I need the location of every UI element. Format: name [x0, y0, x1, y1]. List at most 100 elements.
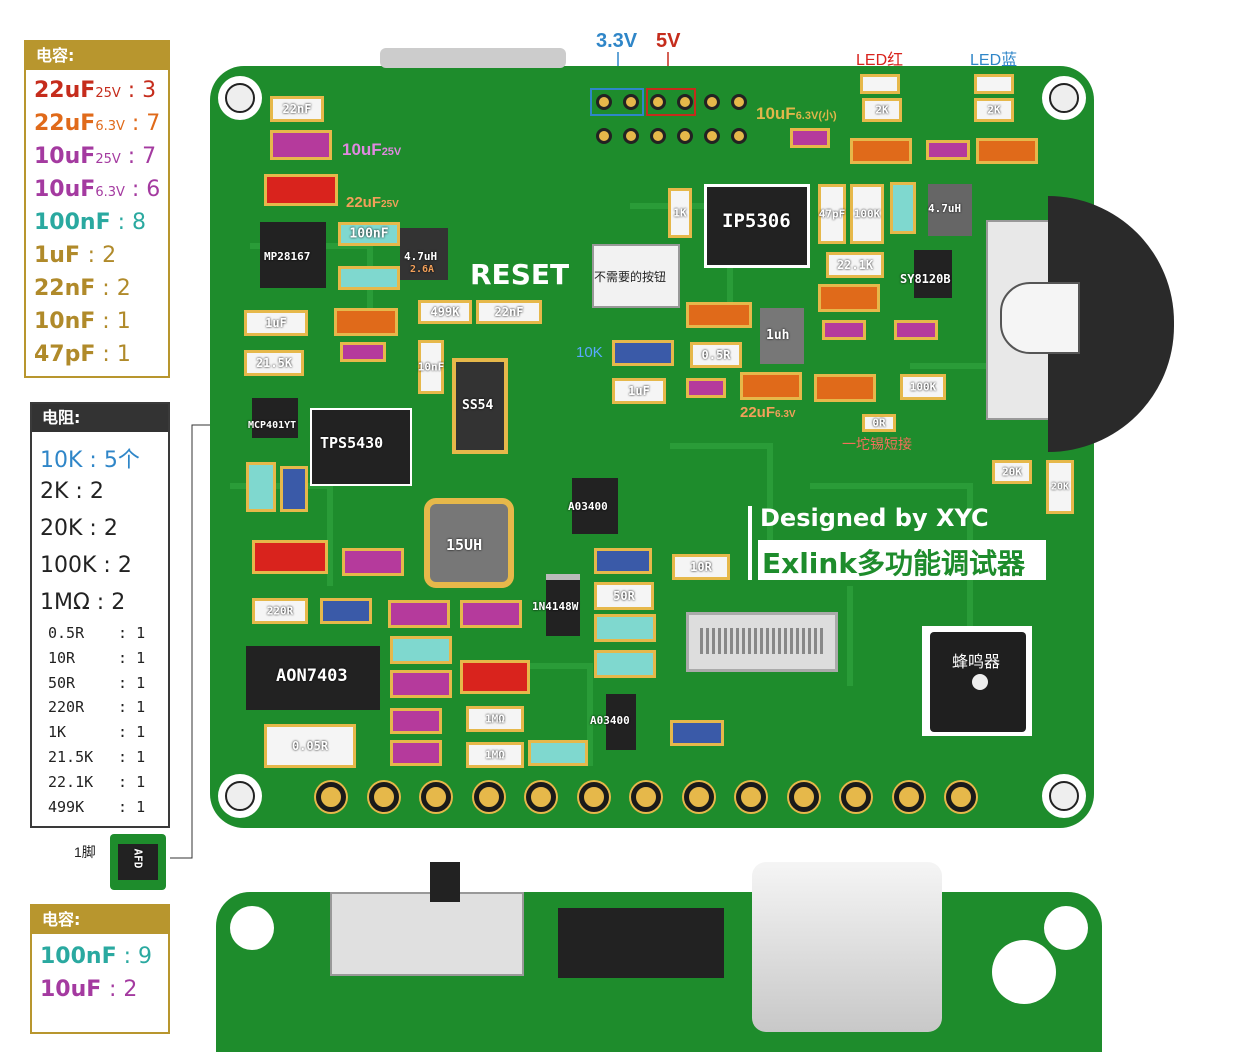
capacitor-value: 22nF — [34, 276, 96, 301]
small-chip-detail: AFD — [110, 834, 166, 890]
passive-part — [594, 650, 656, 678]
label-10uf-25v: 10uF25V — [342, 140, 401, 160]
capacitor-2-row: 100nF : 9 — [40, 944, 153, 969]
label-solder-note: 一坨锡短接 — [842, 436, 912, 452]
header-pin — [704, 128, 720, 144]
passive-part — [822, 320, 866, 340]
passive-part — [280, 466, 308, 512]
aon7403-label: AON7403 — [276, 666, 348, 686]
capacitor-count: 1 — [116, 342, 131, 367]
passive-part — [390, 636, 452, 664]
a03400-top — [572, 478, 618, 534]
edge-pad — [946, 782, 976, 812]
label-22uf-63-rating: 6.3V — [775, 409, 796, 420]
pin-header-2x6 — [558, 908, 724, 978]
label-10k: 10K — [576, 344, 603, 361]
passive-part: 50R — [594, 582, 654, 610]
resistor-small-row: 499K: 1 — [48, 797, 146, 816]
resistor-value: 2K — [40, 479, 76, 504]
roller-window — [1000, 282, 1080, 354]
label-22uf-25v-rating: 25V — [381, 199, 399, 210]
inductor-47uh-b-label: 4.7uH — [928, 202, 962, 215]
capacitor-value: 22uF — [34, 78, 96, 103]
small-chip-label: AFD — [131, 848, 145, 869]
a03400-bottom — [606, 694, 636, 750]
resistor-value: 100K — [40, 553, 97, 578]
passive-part: 20K — [1046, 460, 1074, 514]
espressif-logo — [992, 940, 1056, 1004]
part-label: 499K — [430, 305, 460, 319]
inductor-47uh-a — [400, 228, 448, 280]
capacitor-2-row: 10uF : 2 — [40, 977, 138, 1002]
resistor-row: 2K : 2 — [40, 479, 104, 504]
part-label: 22nF — [494, 305, 524, 319]
header-5v-box — [646, 88, 696, 116]
capacitor-count: 2 — [102, 243, 117, 268]
resistor-small-row: 21.5K: 1 — [48, 748, 146, 766]
passive-part — [594, 548, 652, 574]
resistor-count: 2 — [111, 590, 126, 615]
passive-part — [340, 342, 386, 362]
part-label: 0R — [872, 416, 886, 430]
tps5430-label: TPS5430 — [320, 434, 384, 452]
passive-part — [320, 598, 372, 624]
capacitor-2-count: 2 — [123, 977, 138, 1002]
resistor-value: 10K — [40, 448, 83, 473]
part-label: 20K — [1002, 465, 1022, 479]
capacitor-count: 8 — [132, 210, 147, 235]
inductor-47uh-a-rating: 2.6A — [410, 264, 435, 275]
passive-part — [252, 540, 328, 574]
capacitor-row: 10uF25V : 7 — [34, 144, 157, 169]
slide-switch — [330, 892, 524, 976]
passive-part: 220R — [252, 598, 308, 624]
passive-part — [612, 340, 674, 366]
sy8120-label: SY8120B — [900, 272, 951, 286]
edge-pad — [421, 782, 451, 812]
passive-part — [390, 708, 442, 734]
resistor-small-count: 1 — [136, 624, 146, 642]
capacitor-2-value: 100nF — [40, 944, 117, 969]
part-label: 1MΩ — [485, 712, 505, 726]
label-5v: 5V — [656, 30, 681, 52]
label-3v3: 3.3V — [596, 30, 638, 52]
passive-part — [686, 302, 752, 328]
passive-part — [528, 740, 588, 766]
resistor-small-row: 22.1K: 1 — [48, 772, 146, 791]
resistor-row: 20K : 2 — [40, 516, 118, 541]
edge-pad — [631, 782, 661, 812]
passive-part — [890, 182, 916, 234]
resistor-row: 100K : 2 — [40, 553, 132, 578]
tps5430-chip — [310, 408, 412, 486]
passive-part: 100K — [850, 184, 884, 244]
resistor-row: 10K : 5个 — [40, 448, 140, 473]
passive-part — [390, 740, 442, 766]
resistor-small-value: 10R — [48, 648, 76, 667]
capacitor-rating: 25V — [95, 86, 121, 101]
capacitor-row: 22nF : 2 — [34, 276, 131, 301]
inductor-47uh-a-label: 4.7uH — [404, 250, 438, 263]
label-22uf-63-value: 22uF — [740, 404, 776, 421]
passive-part: 22nF — [476, 300, 542, 324]
capacitor-row: 1uF : 2 — [34, 243, 117, 268]
capacitor-count: 2 — [116, 276, 131, 301]
capacitor-count: 6 — [146, 177, 161, 202]
capacitor-count: 3 — [142, 78, 157, 103]
edge-pad — [736, 782, 766, 812]
passive-part: 20K — [992, 460, 1032, 484]
passive-part — [270, 130, 332, 160]
capacitor-value: 22uF — [34, 111, 96, 136]
capacitor-count: 7 — [142, 144, 157, 169]
passive-part: 1MΩ — [466, 706, 524, 732]
resistor-small-value: 1K — [48, 723, 67, 742]
resistor-small-count: 1 — [136, 673, 146, 692]
edge-pad — [473, 782, 504, 812]
passive-part — [740, 372, 802, 400]
passive-part: 0.05R — [264, 724, 356, 768]
part-label: 10nF — [417, 360, 445, 374]
resistor-small-count: 1 — [136, 748, 146, 766]
a03400-bottom-label: A03400 — [590, 714, 630, 727]
capacitor-count: 7 — [146, 111, 161, 136]
capacitor-value: 47pF — [34, 342, 96, 367]
label-22uf-63: 22uF6.3V — [740, 404, 796, 421]
header-3v3-box — [590, 88, 644, 116]
